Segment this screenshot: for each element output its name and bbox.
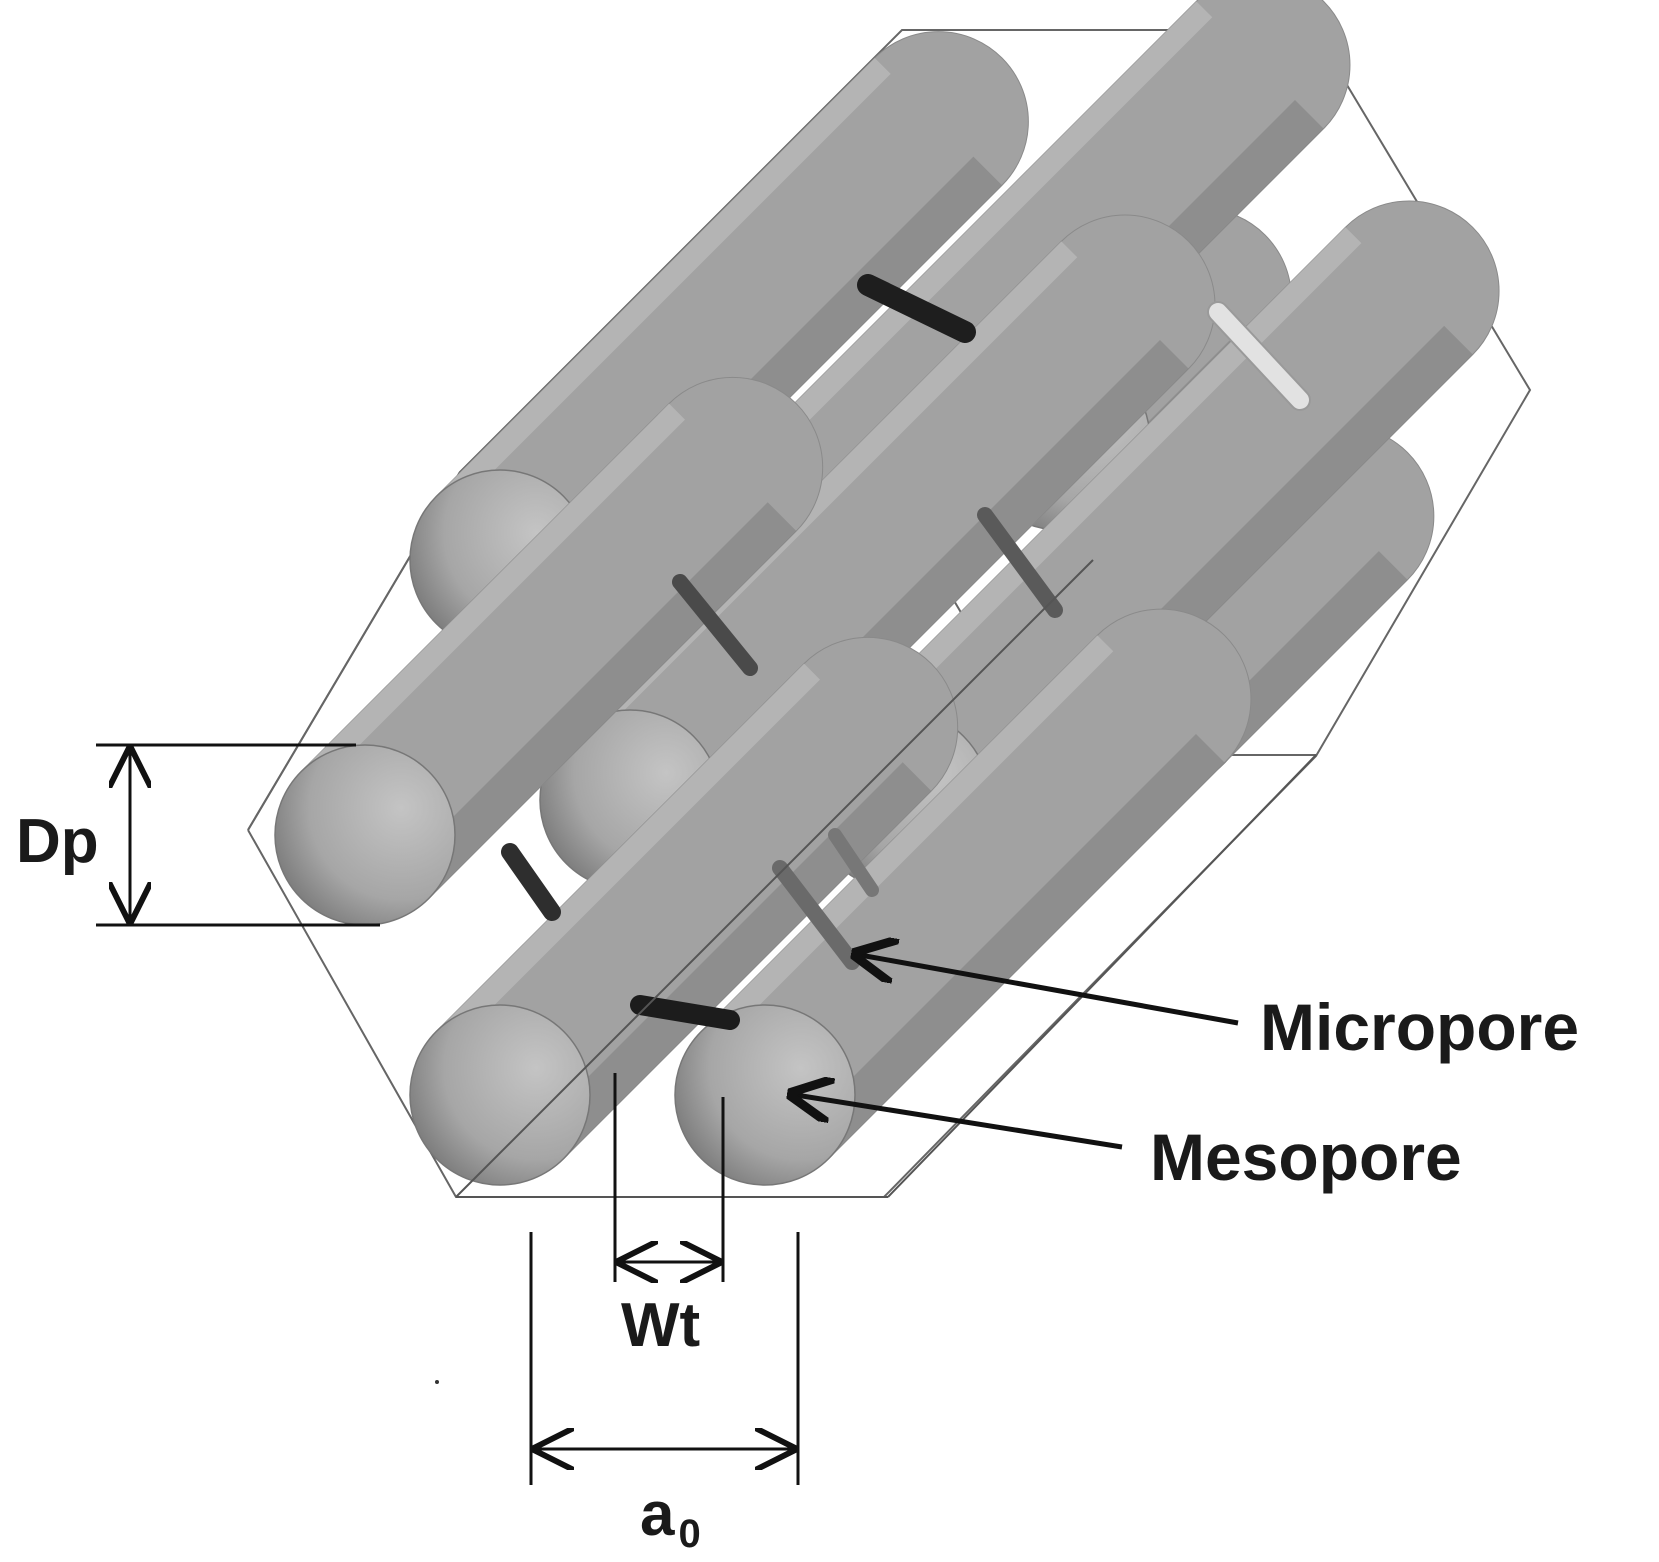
mesopore-label: Mesopore: [1150, 1120, 1462, 1194]
mesopore-cylinder-shade: [535, 762, 932, 1159]
mesopore-cylinder-shade: [800, 734, 1225, 1159]
mesopore-cylinder-body: [300, 376, 824, 900]
mesopore-cylinder-highlight: [701, 635, 1114, 1048]
micropore-connector: [630, 995, 740, 1030]
micropore-arrow: [860, 955, 1239, 1026]
micropore-connector: [857, 274, 976, 343]
mesopore-arrow: [796, 1095, 1123, 1150]
dp-dimension: Dp: [16, 743, 380, 927]
micropore-callout: Micropore: [860, 955, 1579, 1064]
micropore-connector: [1209, 303, 1309, 409]
mesopore-cylinder-body: [435, 31, 1029, 625]
micropore-connector: [772, 860, 860, 970]
mesopore-cylinder-cap: [674, 1004, 856, 1186]
mesopore-cylinders: [274, 0, 1500, 1186]
mesopore-cylinder-cap: [274, 744, 456, 926]
micropore-connector: [501, 843, 561, 921]
frame-edge: [455, 559, 1094, 1198]
micropore-connector: [672, 574, 758, 676]
dp-label: Dp: [16, 807, 99, 876]
mesopore-callout: Mesopore: [796, 1095, 1462, 1194]
mesopore-cylinder-highlight: [301, 403, 685, 788]
mesopore-cylinder-cap: [409, 1004, 591, 1186]
micropore-connectors: [501, 274, 1311, 1030]
mesopore-cylinder-body: [700, 608, 1252, 1160]
micropore-label: Micropore: [1260, 990, 1579, 1064]
wt-label: Wt: [621, 1291, 700, 1360]
mesopore-cylinder-highlight: [836, 227, 1362, 753]
stray-dot: [435, 1380, 439, 1384]
mesopore-cylinder-highlight: [701, 1, 1213, 513]
micropore-connector: [828, 828, 879, 897]
mesopore-cylinder-body: [835, 200, 1500, 865]
wt-dimension: Wt: [613, 1073, 725, 1360]
micropore-connector: [977, 507, 1063, 618]
mesopore-cylinder-body: [565, 215, 1215, 865]
mesopore-cylinder-body: [435, 636, 959, 1160]
mesopore-cylinder-highlight: [436, 57, 891, 513]
mesopore-cylinder-highlight: [436, 663, 820, 1048]
